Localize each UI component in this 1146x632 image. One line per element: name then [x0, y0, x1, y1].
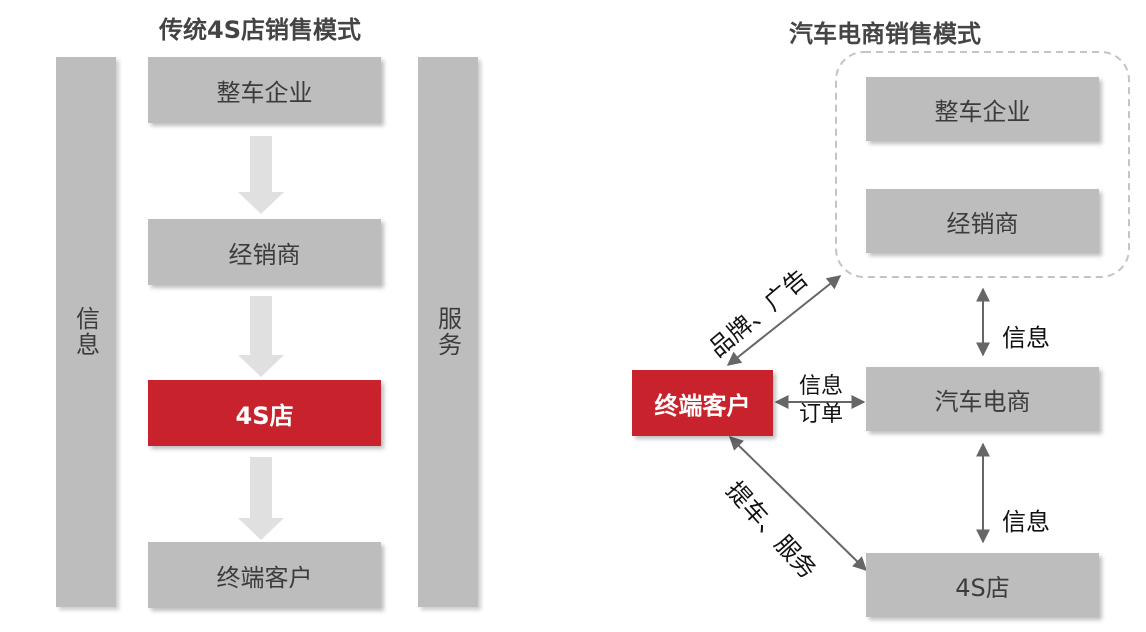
arrow-customer-group — [726, 275, 842, 366]
left-box-oem: 整车企业 — [148, 57, 381, 123]
right-box-oem: 整车企业 — [866, 77, 1099, 141]
service-side-label: 服务 — [433, 306, 462, 358]
oem-dealer-group-border — [835, 51, 1130, 278]
service-side-bar: 服务 — [418, 57, 478, 607]
right-title: 汽车电商销售模式 — [789, 20, 981, 48]
right-box-customer: 终端客户 — [632, 370, 773, 436]
right-box-4s-store-label: 4S店 — [955, 573, 1010, 602]
info-side-bar: 信息 — [56, 57, 116, 607]
right-box-ecommerce-label: 汽车电商 — [934, 387, 1031, 416]
left-box-dealer: 经销商 — [148, 219, 381, 285]
left-box-4s-store: 4S店 — [148, 380, 381, 446]
arrow-customer-store — [728, 436, 868, 571]
down-arrow-2 — [238, 296, 284, 377]
left-box-oem-label: 整车企业 — [216, 78, 313, 107]
left-box-4s-store-label: 4S店 — [235, 401, 294, 430]
right-box-customer-label: 终端客户 — [654, 391, 751, 420]
right-box-dealer: 经销商 — [866, 189, 1099, 253]
left-box-dealer-label: 经销商 — [228, 240, 301, 269]
info-side-label: 信息 — [71, 306, 100, 358]
edge-label-info-top: 信息 — [1002, 324, 1050, 352]
edge-label-info-order: 信息 订单 — [790, 373, 852, 429]
left-title: 传统4S店销售模式 — [159, 16, 361, 44]
right-box-ecommerce: 汽车电商 — [866, 367, 1099, 431]
down-arrow-1 — [238, 136, 284, 214]
right-box-4s-store: 4S店 — [866, 553, 1099, 617]
right-box-dealer-label: 经销商 — [946, 209, 1019, 238]
right-box-oem-label: 整车企业 — [934, 97, 1031, 126]
left-box-customer: 终端客户 — [148, 542, 381, 608]
left-box-customer-label: 终端客户 — [216, 563, 313, 592]
edge-label-info-order-line1: 信息 — [798, 374, 843, 399]
edge-label-info-bottom: 信息 — [1002, 508, 1050, 536]
down-arrow-3 — [238, 457, 284, 540]
edge-label-info-order-line2: 订单 — [798, 402, 843, 427]
